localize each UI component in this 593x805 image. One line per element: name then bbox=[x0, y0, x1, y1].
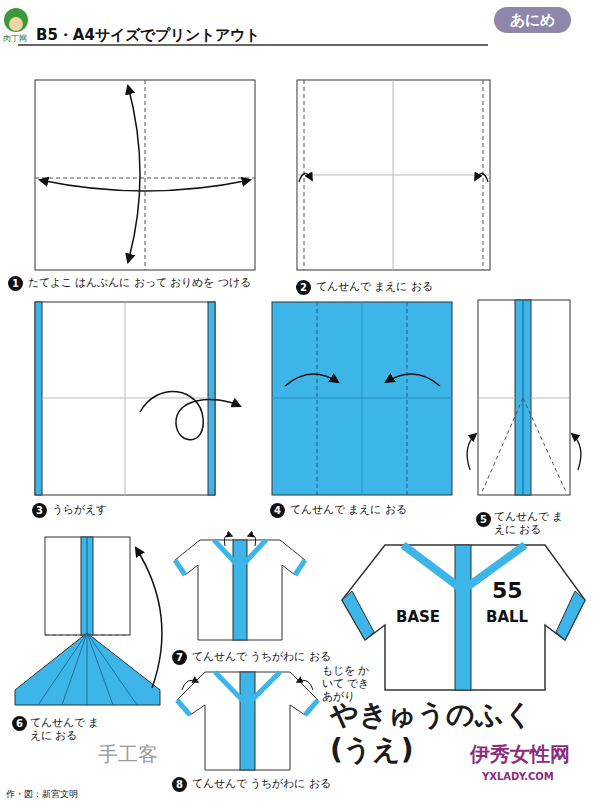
watermark: YXLADY.COM bbox=[482, 771, 554, 783]
finished-shirt bbox=[342, 545, 585, 690]
illustration-stroke bbox=[35, 80, 255, 270]
illustration-stroke bbox=[556, 591, 585, 640]
illustration-stroke bbox=[177, 672, 318, 770]
step-3 bbox=[35, 302, 240, 495]
illustration-stroke bbox=[128, 86, 140, 262]
illustration-stroke bbox=[342, 591, 374, 640]
illustration-stroke bbox=[45, 537, 130, 635]
header-rule bbox=[18, 44, 488, 46]
callout-number: 5 bbox=[476, 512, 491, 527]
callout-number: 2 bbox=[296, 280, 311, 295]
illustration-stroke bbox=[304, 80, 483, 270]
illustration-stroke bbox=[342, 545, 585, 690]
illustration-stroke bbox=[35, 302, 42, 495]
illustration-stroke bbox=[455, 545, 471, 690]
illustration-stroke bbox=[182, 680, 198, 690]
badge-text: あにめ bbox=[510, 11, 555, 29]
illustration-stroke bbox=[478, 300, 570, 495]
step-caption: てんせんで うちがわに おる bbox=[192, 650, 331, 663]
step-5 bbox=[467, 300, 581, 495]
credit: 作・図：新宮文明 bbox=[6, 789, 78, 800]
illustration-stroke bbox=[81, 537, 93, 635]
illustration-stroke bbox=[248, 535, 256, 546]
illustration-stroke bbox=[215, 672, 280, 705]
illustration-stroke bbox=[317, 302, 407, 495]
callout-number: 7 bbox=[172, 650, 187, 665]
shirt-lettering: BASE bbox=[396, 608, 440, 626]
illustration-stroke bbox=[240, 672, 255, 770]
step-caption: てんせんで うちがわに おる bbox=[192, 777, 331, 790]
illustration-stroke bbox=[136, 548, 162, 688]
logo-text: 肉丁网 bbox=[3, 34, 27, 44]
illustration-stroke bbox=[515, 300, 531, 495]
step-caption: てんせんで まえに おる bbox=[30, 716, 102, 742]
illustration-stroke bbox=[297, 80, 490, 270]
header-text: B5・A4サイズでプリントアウト bbox=[36, 26, 260, 44]
illustration-stroke bbox=[478, 398, 570, 399]
illustration-stroke bbox=[175, 560, 305, 575]
step-7 bbox=[175, 535, 305, 640]
logo-head bbox=[4, 8, 28, 32]
illustration-stroke bbox=[297, 80, 490, 270]
illustration-stroke bbox=[214, 540, 266, 568]
illustration-stroke bbox=[272, 302, 452, 495]
illustration-stroke bbox=[475, 173, 488, 182]
step-caption: てんせんで まえに おる bbox=[494, 510, 572, 536]
illustration-stroke bbox=[233, 540, 247, 640]
shirt-number: 55 bbox=[492, 578, 523, 604]
illustration-stroke bbox=[523, 300, 524, 495]
step-2 bbox=[297, 80, 490, 270]
step-6 bbox=[15, 537, 162, 705]
illustration-stroke bbox=[35, 302, 215, 495]
illustration-stroke bbox=[38, 633, 137, 705]
step-8 bbox=[177, 672, 318, 770]
illustration-stroke bbox=[467, 434, 476, 470]
watermark: 手工客 bbox=[98, 742, 158, 766]
illustration-stroke bbox=[40, 180, 250, 191]
illustration-stroke bbox=[386, 374, 440, 386]
illustration-stroke bbox=[175, 540, 305, 640]
illustration-stroke bbox=[208, 302, 215, 495]
illustration-stroke bbox=[42, 302, 208, 495]
diagram-title: やきゅうのふく (うえ) bbox=[330, 697, 545, 767]
step-caption: てんせんで まえに おる bbox=[290, 503, 407, 516]
illustration-stroke bbox=[572, 434, 581, 470]
callout-number: 4 bbox=[270, 503, 285, 518]
callout-number: 8 bbox=[172, 777, 187, 792]
illustration-stroke bbox=[35, 80, 255, 270]
step-caption: うらがえす bbox=[52, 503, 107, 516]
illustration-stroke bbox=[297, 680, 313, 690]
illustration-stroke bbox=[272, 302, 452, 495]
shirt-lettering: BALL bbox=[486, 608, 528, 626]
step-1 bbox=[35, 80, 255, 270]
illustration-stroke bbox=[224, 535, 232, 546]
finish-note: もじを かいて できあがり bbox=[322, 664, 380, 704]
step-caption: てんせんで まえに おる bbox=[316, 280, 433, 293]
illustration-stroke bbox=[285, 374, 338, 386]
illustration-stroke bbox=[140, 391, 240, 439]
title-badge: あにめ bbox=[494, 7, 571, 33]
illustration-stroke bbox=[87, 537, 88, 635]
callout-number: 6 bbox=[12, 716, 27, 731]
step-caption: たてよこ はんぶんに おって おりめを つける bbox=[28, 276, 251, 289]
callout-number: 1 bbox=[8, 276, 23, 291]
callout-number: 3 bbox=[32, 503, 47, 518]
logo-face bbox=[9, 17, 23, 31]
illustration-stroke bbox=[177, 700, 318, 715]
illustration-stroke bbox=[482, 398, 566, 492]
illustration-stroke bbox=[15, 633, 160, 705]
watermark: 伊秀女性网 bbox=[470, 742, 570, 766]
illustration-stroke bbox=[299, 173, 312, 182]
step-4 bbox=[272, 302, 452, 495]
